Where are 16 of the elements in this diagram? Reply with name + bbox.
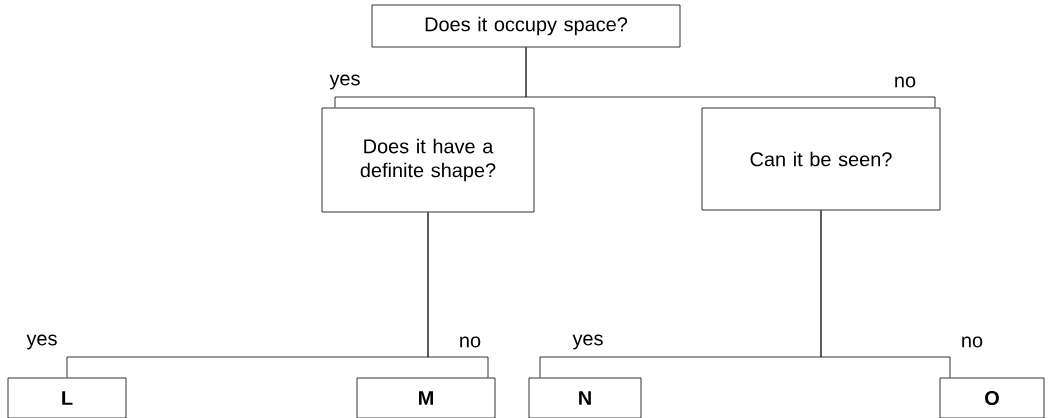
- edge-label: no: [460, 336, 481, 348]
- edge-label: no: [895, 76, 916, 88]
- edge-label: yes: [572, 334, 603, 350]
- edge-label: yes: [26, 334, 57, 350]
- connector: [820, 210, 951, 378]
- decision-box: Does it have a definite shape?: [321, 107, 535, 213]
- connector: [525, 47, 936, 108]
- decision-box: O: [939, 377, 1045, 418]
- decision-box: L: [7, 377, 127, 418]
- edge-label: no: [962, 336, 983, 348]
- decision-box: Does it occupy space?: [371, 4, 681, 48]
- decision-box: Can it be seen?: [701, 107, 941, 211]
- decision-box: M: [356, 377, 496, 418]
- decision-box: N: [528, 377, 642, 418]
- edge-label: yes: [329, 74, 360, 90]
- connector: [427, 212, 489, 378]
